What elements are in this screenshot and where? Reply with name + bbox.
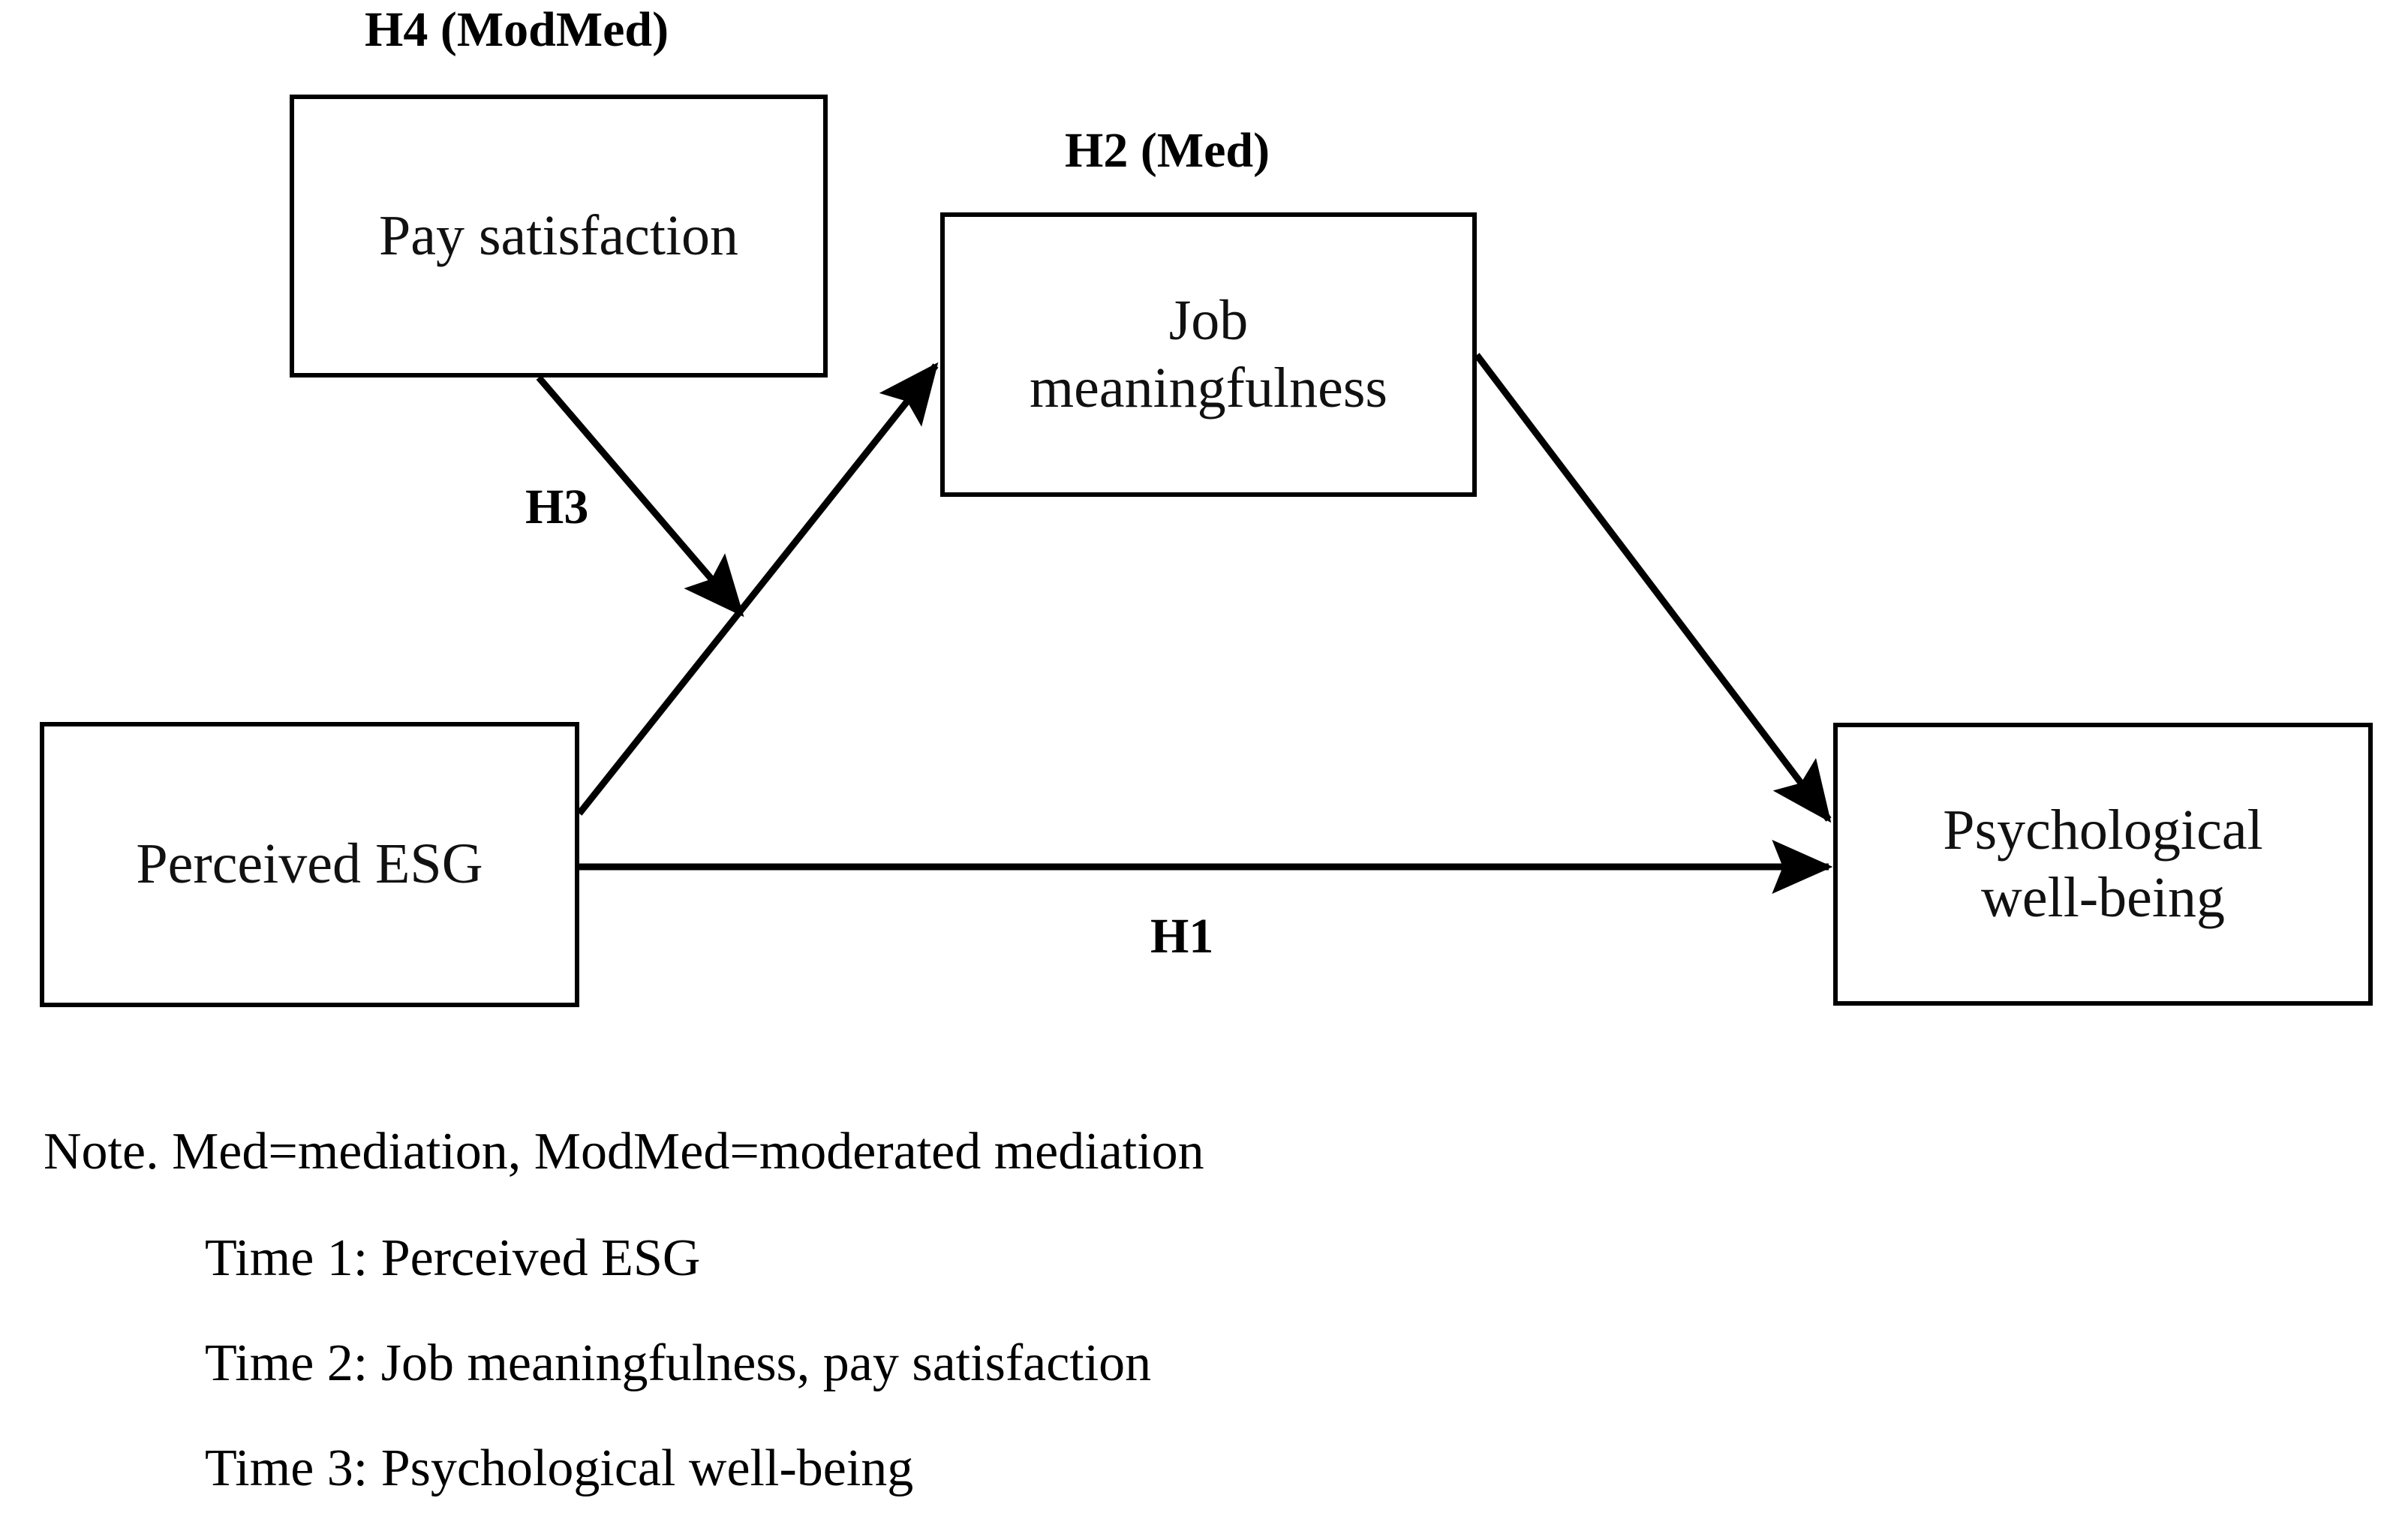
node-pay-satisfaction-label: Pay satisfaction bbox=[378, 203, 739, 267]
note-line-time-2: Time 2: Job meaningfulness, pay satisfac… bbox=[205, 1334, 1152, 1392]
node-psychological-well-being-label: Psychological well-being bbox=[1943, 798, 2263, 929]
node-job-meaningfulness[interactable]: Job meaningfulness bbox=[940, 212, 1477, 497]
note-line-time-1: Time 1: Perceived ESG bbox=[205, 1229, 701, 1287]
node-perceived-esg-label: Perceived ESG bbox=[136, 832, 483, 896]
node-job-meaningfulness-label: Job meaningfulness bbox=[1029, 288, 1387, 420]
hypothesis-label-h2: H2 (Med) bbox=[1065, 123, 1270, 178]
note-line-definitions: Note. Med=mediation, ModMed=moderated me… bbox=[44, 1123, 1204, 1181]
arrow-pay-satisfaction-moderation bbox=[536, 375, 744, 618]
node-pay-satisfaction[interactable]: Pay satisfaction bbox=[290, 95, 828, 377]
hypothesis-label-h3: H3 bbox=[525, 480, 589, 534]
arrow-job-meaningfulness-to-psychological-well-being bbox=[1474, 353, 1832, 823]
node-perceived-esg[interactable]: Perceived ESG bbox=[40, 722, 579, 1007]
note-line-time-3: Time 3: Psychological well-being bbox=[205, 1439, 914, 1497]
hypothesis-label-h4: H4 (ModMed) bbox=[365, 2, 669, 57]
hypothesis-label-h1: H1 bbox=[1150, 909, 1214, 964]
arrow-esg-to-job-meaningfulness bbox=[576, 362, 939, 816]
node-psychological-well-being[interactable]: Psychological well-being bbox=[1833, 723, 2373, 1006]
